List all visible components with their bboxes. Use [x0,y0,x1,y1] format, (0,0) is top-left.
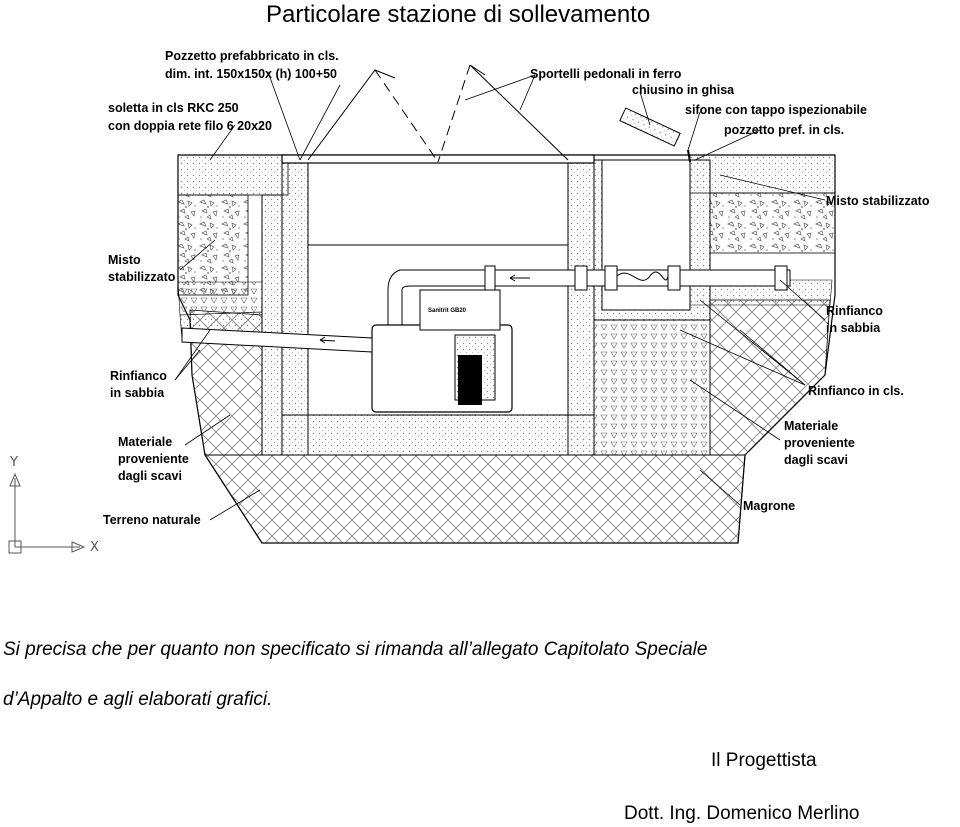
technical-drawing: Particolare stazione di sollevamento [8,1,930,555]
rinfianco-cls-left [177,281,263,316]
pump-unit: Sanitrit GB20 [371,289,513,413]
label-soletta-2: con doppia rete filo 6 20x20 [108,119,272,133]
label-rinfianco-cls: Rinfianco in cls. [808,384,904,398]
label-materiale-left-2: proveniente [118,452,189,466]
label-misto-left-2: stabilizzato [108,270,176,284]
inlet-pipe [181,327,373,353]
misto-right [689,154,836,194]
pozzetto-wall-left [261,194,283,456]
axis-x-label: X [90,540,99,555]
label-terreno: Terreno naturale [103,513,201,527]
signature-role: Il Progettista [711,750,817,771]
label-materiale-left-3: dagli scavi [118,469,182,483]
label-materiale-right-3: dagli scavi [784,453,848,467]
drawing-labels: Pozzetto prefabbricato in cls. dim. int.… [103,49,930,527]
label-misto-right: Misto stabilizzato [826,194,930,208]
pozzetto-wall-left-inner [281,159,309,456]
label-magrone: Magrone [743,499,795,513]
signature-name: Dott. Ing. Domenico Merlino [624,803,860,824]
misto-left [177,154,289,196]
label-sifone: sifone con tappo ispezionabile [685,103,867,117]
label-chiusino: chiusino in ghisa [632,83,735,97]
label-rinfianco-right-2: in sabbia [826,321,881,335]
label-materiale-left-1: Materiale [118,435,172,449]
drawing-title: Particolare stazione di sollevamento [266,1,650,28]
sifone [619,107,681,147]
pozzetto-base [281,414,595,456]
magrone-layer [204,454,746,544]
label-rinfianco-left-2: in sabbia [110,386,165,400]
label-rinfianco-right-1: Rinfianco [826,304,883,318]
ucs-axis-icon [8,472,86,554]
misto-left-gravel [177,194,249,296]
label-sportelli: Sportelli pedonali in ferro [530,67,682,81]
rinfianco-cls-right [593,319,711,456]
soletta [281,154,595,164]
note-line-1: Si precisa che per quanto non specificat… [3,639,708,660]
hatch-door-left [307,69,396,161]
pozzetto-wall-right [567,159,595,456]
label-materiale-right-2: proveniente [784,436,855,450]
label-pozzetto-pref: pozzetto pref. in cls. [724,123,844,137]
pump-brand: Sanitrit GB20 [428,308,467,314]
leader-lines [174,71,826,521]
misto-right-gravel [709,192,836,254]
label-misto-left-1: Misto [108,253,141,267]
note-line-2: d’Appalto e agli elaborati grafici. [3,689,273,710]
label-soletta-1: soletta in cls RKC 250 [108,101,239,115]
delivery-pipe [399,269,791,287]
label-pozzetto-1: Pozzetto prefabbricato in cls. [165,49,339,63]
label-pozzetto-2: dim. int. 150x150x (h) 100+50 [165,67,337,81]
label-rinfianco-left-1: Rinfianco [110,369,167,383]
label-materiale-right-1: Materiale [784,419,838,433]
axis-y-label: Y [9,455,18,470]
